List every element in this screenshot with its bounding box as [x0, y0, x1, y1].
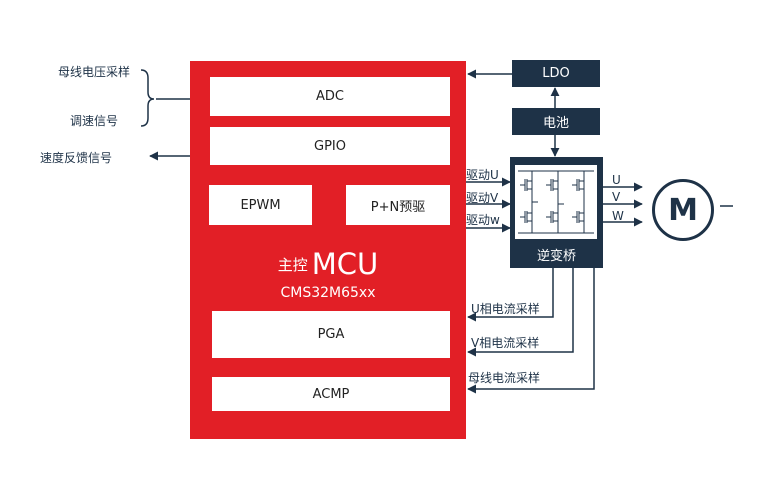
motor-icon: M: [652, 179, 714, 241]
input-brace: [140, 69, 155, 127]
bus-current-sampling-arrow: [467, 268, 595, 394]
bus-voltage-sampling-label: 母线电压采样: [58, 65, 131, 79]
main-mcu-block: ADC GPIO EPWM P+N预驱 主控 MCU CMS32M65xx PG…: [190, 61, 466, 439]
inverter-bridge-block: 逆变桥: [510, 157, 603, 268]
motor-symbol: M: [668, 192, 698, 228]
adc-block: ADC: [210, 77, 450, 116]
ldo-block: LDO: [512, 60, 600, 87]
u-current-sampling-label: U相电流采样: [471, 302, 540, 316]
u-current-sampling-arrow: [467, 268, 554, 322]
speed-feedback-signal-label: 速度反馈信号: [40, 151, 113, 165]
mcu-part-number: CMS32M65xx: [280, 285, 376, 301]
v-current-sampling-label: V相电流采样: [471, 336, 540, 350]
battery-block: 电池: [512, 108, 600, 135]
drive-v-label: 驱动V: [466, 191, 499, 205]
mcu-title-main: MCU: [311, 247, 379, 281]
drive-w-label: 驱动w: [466, 213, 500, 227]
mosfet-bridge-icon: [515, 165, 597, 239]
epwm-block: EPWM: [209, 185, 312, 225]
mcu-title: 主控 MCU: [190, 243, 466, 279]
mcu-title-prefix: 主控: [277, 256, 308, 274]
speed-control-signal-label: 调速信号: [70, 114, 119, 128]
phase-u-label: U: [612, 173, 621, 187]
drive-u-label: 驱动U: [466, 168, 499, 182]
pn-predrive-block: P+N预驱: [346, 185, 450, 225]
bus-current-sampling-label: 母线电流采样: [468, 371, 541, 385]
inverter-bridge-label: 逆变桥: [536, 249, 576, 264]
gpio-block: GPIO: [210, 127, 450, 165]
phase-w-label: W: [612, 209, 624, 223]
v-current-sampling-arrow: [467, 268, 574, 357]
pga-block: PGA: [212, 311, 450, 358]
acmp-block: ACMP: [212, 377, 450, 411]
phase-v-label: V: [612, 190, 621, 204]
